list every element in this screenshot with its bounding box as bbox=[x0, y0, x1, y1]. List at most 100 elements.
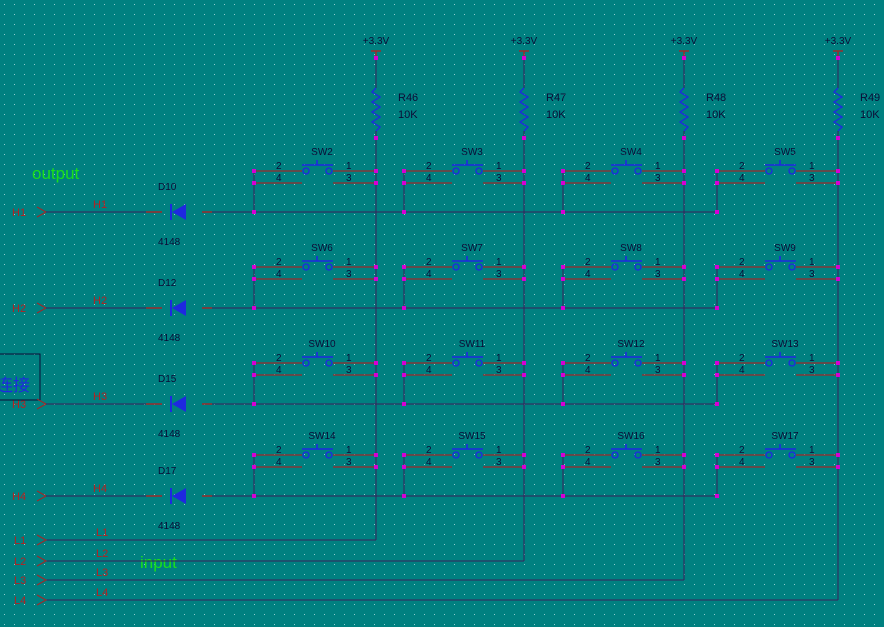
junction-dot bbox=[715, 265, 719, 269]
junction-dot bbox=[715, 361, 719, 365]
junction-dot bbox=[561, 402, 565, 406]
diode-value: 4148 bbox=[158, 333, 181, 344]
junction-dot bbox=[715, 277, 719, 281]
switch-pin-number: 1 bbox=[655, 161, 661, 172]
switch-pin-number: 3 bbox=[496, 365, 502, 376]
switch-pin-number: 2 bbox=[426, 445, 432, 456]
switch-pin-number: 4 bbox=[739, 457, 745, 468]
switch-contact-icon bbox=[611, 359, 619, 367]
switch-contact-icon bbox=[788, 263, 796, 271]
junction-dot bbox=[522, 265, 526, 269]
input-annotation: input bbox=[140, 553, 177, 572]
resistor-ref: R46 bbox=[398, 92, 418, 104]
resistor-value: 10K bbox=[860, 109, 880, 121]
junction-dot bbox=[402, 181, 406, 185]
switch-contact-icon bbox=[634, 263, 642, 271]
switch-pin-number: 4 bbox=[585, 365, 591, 376]
junction-dot bbox=[682, 56, 686, 60]
wires-layer bbox=[46, 138, 839, 601]
switch-pin-number: 1 bbox=[496, 353, 502, 364]
junction-dot bbox=[252, 373, 256, 377]
junction-dot bbox=[522, 277, 526, 281]
resistor-zigzag-icon bbox=[370, 87, 382, 132]
sheet-symbol[interactable]: 连接 bbox=[0, 353, 41, 401]
junction-dot bbox=[522, 373, 526, 377]
switch-pin-number: 3 bbox=[809, 173, 815, 184]
port-label: L2 bbox=[14, 556, 26, 568]
switch-pin-number: 3 bbox=[809, 269, 815, 280]
switch-ref: SW7 bbox=[461, 243, 483, 254]
switch-pin-number: 1 bbox=[496, 257, 502, 268]
switch-pin-number: 2 bbox=[585, 445, 591, 456]
switch-ref: SW3 bbox=[461, 147, 483, 158]
port-arrow-icon bbox=[36, 574, 48, 586]
net-label: L4 bbox=[96, 587, 108, 599]
junction-dot bbox=[715, 306, 719, 310]
switch-pin-number: 3 bbox=[496, 173, 502, 184]
junction-dot bbox=[715, 402, 719, 406]
net-label: L3 bbox=[96, 567, 108, 579]
switch-pin-number: 2 bbox=[426, 257, 432, 268]
switch-SW7[interactable]: SW7 24 13 bbox=[403, 243, 524, 308]
junction-dot bbox=[252, 169, 256, 173]
junction-dot bbox=[682, 136, 686, 140]
switch-pin-number: 4 bbox=[426, 269, 432, 280]
resistor-value: 10K bbox=[706, 109, 726, 121]
switch-ref: SW13 bbox=[771, 339, 799, 350]
diode-D12[interactable]: D12 4148 bbox=[158, 278, 186, 344]
switch-pin-number: 1 bbox=[496, 445, 502, 456]
switch-pin-number: 3 bbox=[496, 457, 502, 468]
switch-pin-number: 4 bbox=[739, 269, 745, 280]
junction-dot bbox=[715, 465, 719, 469]
parts-layer: +3.3VR4610K+3.3VR4710K+3.3VR4810K+3.3VR4… bbox=[12, 36, 880, 607]
junction-dot bbox=[374, 465, 378, 469]
switch-ref: SW12 bbox=[617, 339, 645, 350]
switch-pin-number: 4 bbox=[585, 269, 591, 280]
switch-pin-number: 1 bbox=[346, 353, 352, 364]
supply-label: +3.3V bbox=[511, 36, 538, 47]
switch-pin-number: 3 bbox=[346, 365, 352, 376]
switch-pin-number: 4 bbox=[276, 457, 282, 468]
switch-pin-number: 1 bbox=[346, 445, 352, 456]
junction-dot bbox=[374, 169, 378, 173]
junction-dot bbox=[252, 465, 256, 469]
switch-pin-number: 3 bbox=[655, 365, 661, 376]
switch-pin-number: 3 bbox=[346, 457, 352, 468]
switch-pin-number: 3 bbox=[496, 269, 502, 280]
junction-dot bbox=[836, 277, 840, 281]
switch-contact-icon bbox=[302, 451, 310, 459]
diode-ref: D12 bbox=[158, 278, 177, 289]
junction-dot bbox=[252, 181, 256, 185]
switch-pin-number: 2 bbox=[739, 353, 745, 364]
junction-dot bbox=[561, 265, 565, 269]
switch-ref: SW14 bbox=[308, 431, 336, 442]
switch-pin-number: 1 bbox=[655, 353, 661, 364]
junction-dot bbox=[715, 494, 719, 498]
junction-dot bbox=[522, 181, 526, 185]
